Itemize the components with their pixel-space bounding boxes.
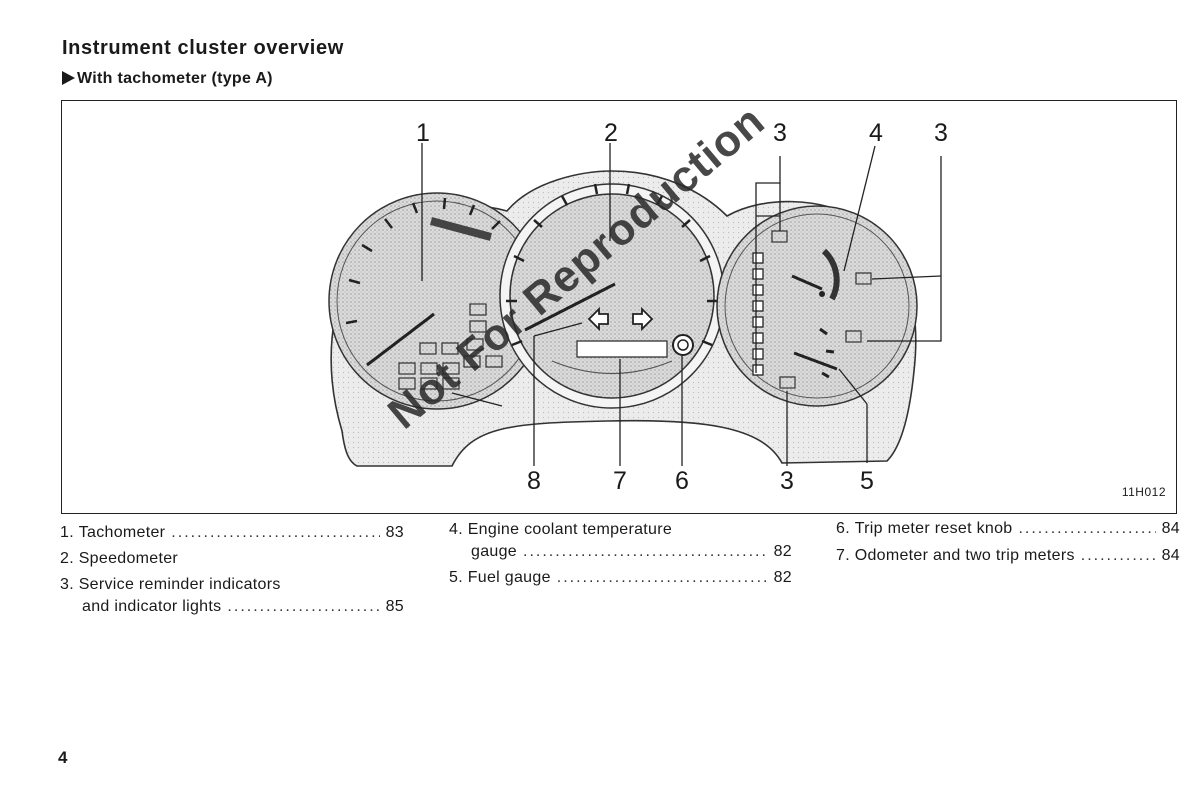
legend-num: 3. xyxy=(60,576,74,593)
legend-item-3-continued: and indicator lights ...................… xyxy=(60,596,404,618)
callout-8: 8 xyxy=(527,467,541,495)
instrument-cluster-figure: 1 2 3 4 3 8 7 6 3 5 11H012 xyxy=(61,100,1177,514)
legend-text: Tachometer xyxy=(78,524,166,541)
tachometer-ticks xyxy=(345,197,501,325)
legend-item-7: 7. Odometer and two trip meters ........… xyxy=(836,545,1180,567)
legend-num: 2. xyxy=(60,550,74,567)
callout-6: 6 xyxy=(675,467,689,495)
legend-text: Speedometer xyxy=(78,550,179,567)
page-title: Instrument cluster overview xyxy=(62,37,344,59)
page-number: 4 xyxy=(58,748,68,767)
trip-reset-knob xyxy=(672,334,694,356)
legend-item-1: 1. Tachometer ..........................… xyxy=(60,522,404,544)
subtitle-text: With tachometer (type A) xyxy=(77,70,273,87)
callout-1: 1 xyxy=(416,119,430,147)
legend-item-4: 4. Engine coolant temperature xyxy=(449,519,792,541)
legend-text: Fuel gauge xyxy=(467,569,551,586)
turn-signal-left-icon xyxy=(587,306,609,332)
legend-item-2: 2. Speedometer xyxy=(60,548,404,570)
right-gauge-lamps xyxy=(771,230,872,389)
service-reminder-indicators xyxy=(752,252,764,376)
cluster-illustration xyxy=(328,143,942,467)
triangle-bullet-icon xyxy=(62,71,75,85)
callout-7: 7 xyxy=(613,467,627,495)
callout-5: 5 xyxy=(860,467,874,495)
callout-leaders xyxy=(421,143,942,466)
legend-column-1: 1. Tachometer ..........................… xyxy=(60,520,404,618)
legend-num: 1. xyxy=(60,524,74,541)
callout-4: 4 xyxy=(869,119,883,147)
section-subtitle: With tachometer (type A) xyxy=(62,70,273,88)
legend-num: 7. xyxy=(836,547,850,564)
callout-3-bottom: 3 xyxy=(780,467,794,495)
speedometer-needle xyxy=(524,282,616,332)
legend-text: Odometer and two trip meters xyxy=(854,547,1075,564)
legend-page: 82 xyxy=(773,569,792,586)
redline-zone xyxy=(430,217,492,241)
callout-2: 2 xyxy=(604,119,618,147)
legend-item-5: 5. Fuel gauge ..........................… xyxy=(449,567,792,589)
legend-column-2: 4. Engine coolant temperature gauge ....… xyxy=(449,519,792,589)
callout-3-top-right: 3 xyxy=(934,119,948,147)
odometer-display xyxy=(576,340,668,358)
legend-text: Engine coolant temperature xyxy=(467,521,673,538)
fuel-scale-marks xyxy=(819,327,835,379)
legend-text: Trip meter reset knob xyxy=(854,520,1013,537)
legend-page: 84 xyxy=(1161,547,1180,564)
legend-num: 6. xyxy=(836,520,850,537)
legend-item-3: 3. Service reminder indicators xyxy=(60,574,404,596)
leader-dots: ........................................… xyxy=(523,543,768,560)
fuel-needle xyxy=(793,351,838,371)
leader-dots: ........................................… xyxy=(1080,547,1156,564)
legend-page: 85 xyxy=(385,598,404,615)
legend-text: gauge xyxy=(471,543,517,560)
leader-dots: ........................................… xyxy=(556,569,768,586)
legend-page: 83 xyxy=(385,524,404,541)
legend-page: 84 xyxy=(1161,520,1180,537)
leader-dots: ........................................… xyxy=(227,598,379,615)
legend-text: and indicator lights xyxy=(82,598,222,615)
legend-column-3: 6. Trip meter reset knob ...............… xyxy=(836,518,1180,567)
tachometer-indicator-lamps xyxy=(398,303,503,390)
legend-text: Service reminder indicators xyxy=(78,576,281,593)
legend-page: 82 xyxy=(773,543,792,560)
legend-item-4-continued: gauge ..................................… xyxy=(449,541,792,563)
right-gauge-dial xyxy=(716,205,918,407)
legend-num: 4. xyxy=(449,521,463,538)
turn-signal-right-icon xyxy=(632,306,654,332)
speedometer-ticks xyxy=(506,183,718,347)
legend-item-6: 6. Trip meter reset knob ...............… xyxy=(836,518,1180,540)
leader-dots: ........................................… xyxy=(1018,520,1155,537)
legend-num: 5. xyxy=(449,569,463,586)
tachometer-needle xyxy=(366,312,435,367)
figure-code: 11H012 xyxy=(1121,485,1166,499)
leader-dots: ........................................… xyxy=(171,524,379,541)
temperature-needle xyxy=(791,274,823,291)
temperature-scale-arc xyxy=(821,248,840,301)
callout-3-top-left: 3 xyxy=(773,119,787,147)
